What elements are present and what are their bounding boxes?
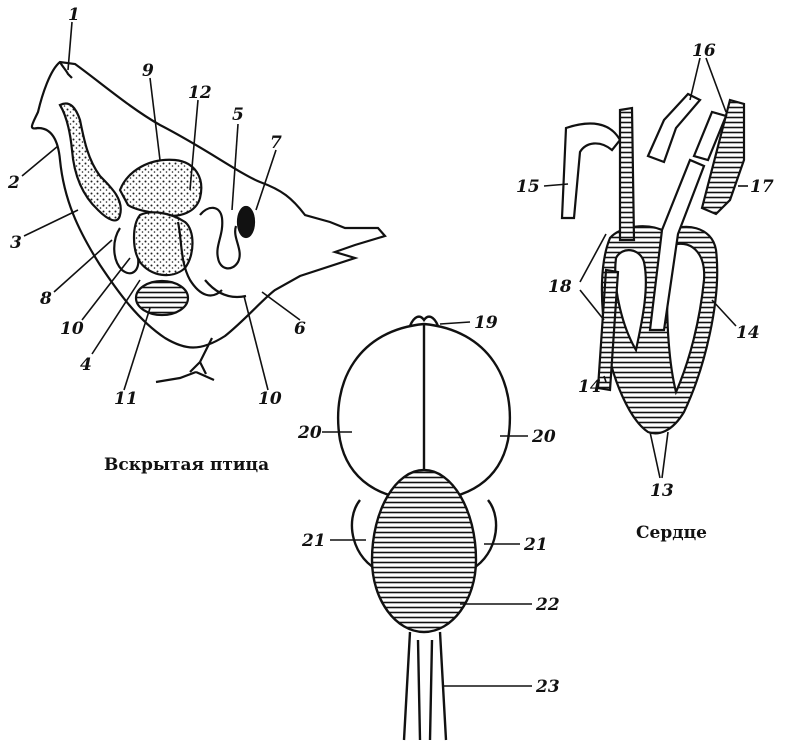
label-15: 15 — [516, 177, 540, 197]
label-13: 13 — [650, 481, 674, 501]
label-4: 4 — [80, 355, 92, 375]
label-2: 2 — [7, 173, 20, 193]
label-14-left: 14 — [578, 377, 602, 397]
heart-aorta — [620, 108, 634, 240]
label-14-right: 14 — [736, 323, 760, 343]
label-1: 1 — [68, 5, 80, 25]
bird-body-outline — [32, 62, 385, 348]
bird-kidney — [238, 207, 254, 237]
brain — [338, 317, 510, 740]
label-7: 7 — [270, 133, 282, 153]
label-23: 23 — [535, 677, 560, 697]
label-16: 16 — [692, 41, 716, 61]
label-22: 22 — [535, 595, 560, 615]
label-5: 5 — [232, 105, 244, 125]
caption-heart: Сердце — [636, 523, 707, 543]
heart-vessel-15 — [562, 124, 620, 218]
brain-medulla — [404, 632, 446, 740]
bird-liver — [120, 160, 201, 216]
label-8: 8 — [39, 289, 52, 309]
heart-vessel-top — [648, 94, 700, 162]
label-10-right: 10 — [258, 389, 282, 409]
opened-bird — [32, 62, 385, 382]
label-11: 11 — [114, 389, 138, 409]
caption-bird: Вскрытая птица — [104, 455, 269, 475]
label-20-left: 20 — [297, 423, 322, 443]
bird-intestine — [200, 208, 240, 269]
label-17: 17 — [750, 177, 774, 197]
label-20-right: 20 — [531, 427, 556, 447]
label-12: 12 — [188, 83, 212, 103]
label-21-right: 21 — [523, 535, 548, 555]
bird-dark-organ — [136, 281, 188, 315]
label-21-left: 21 — [301, 531, 326, 551]
label-6: 6 — [294, 319, 306, 339]
brain-cerebellum — [372, 470, 476, 632]
label-10-left: 10 — [60, 319, 84, 339]
label-3: 3 — [10, 233, 22, 253]
label-18: 18 — [548, 277, 572, 297]
label-9: 9 — [142, 61, 154, 81]
label-19: 19 — [474, 313, 498, 333]
